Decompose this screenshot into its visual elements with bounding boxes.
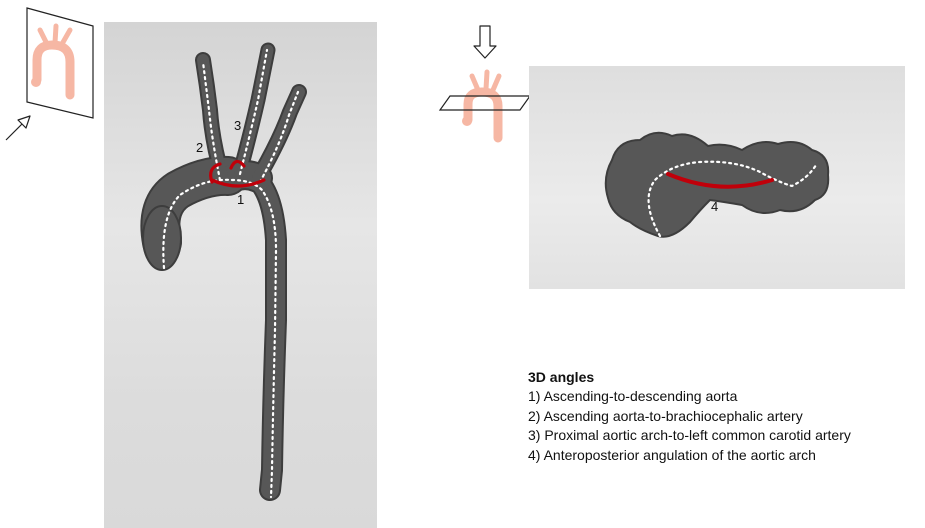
angle-4-label: 4 <box>711 199 718 214</box>
legend-title: 3D angles <box>528 368 918 387</box>
angle-legend: 3D angles 1) Ascending-to-descending aor… <box>528 368 918 465</box>
axial-aorta-model: 4 <box>529 66 905 289</box>
projection-plane-icon <box>440 96 530 110</box>
view-direction-arrow-icon <box>6 116 30 140</box>
legend-item-2: 2) Ascending aorta-to-brachiocephalic ar… <box>528 407 918 427</box>
lateral-aorta-model: 1 2 3 <box>104 22 377 528</box>
lateral-view-inset <box>0 0 110 150</box>
axial-view-inset <box>430 20 540 150</box>
aortic-root <box>143 206 181 270</box>
angle-1-label: 1 <box>237 192 244 207</box>
angle-2-label: 2 <box>196 140 203 155</box>
legend-item-3: 3) Proximal aortic arch-to-left common c… <box>528 426 918 446</box>
aorta-thumbnail-icon <box>462 72 499 138</box>
angle-3-label: 3 <box>234 118 241 133</box>
legend-item-4: 4) Anteroposterior angulation of the aor… <box>528 446 918 466</box>
legend-item-1: 1) Ascending-to-descending aorta <box>528 387 918 407</box>
view-direction-arrow-icon <box>474 26 496 58</box>
